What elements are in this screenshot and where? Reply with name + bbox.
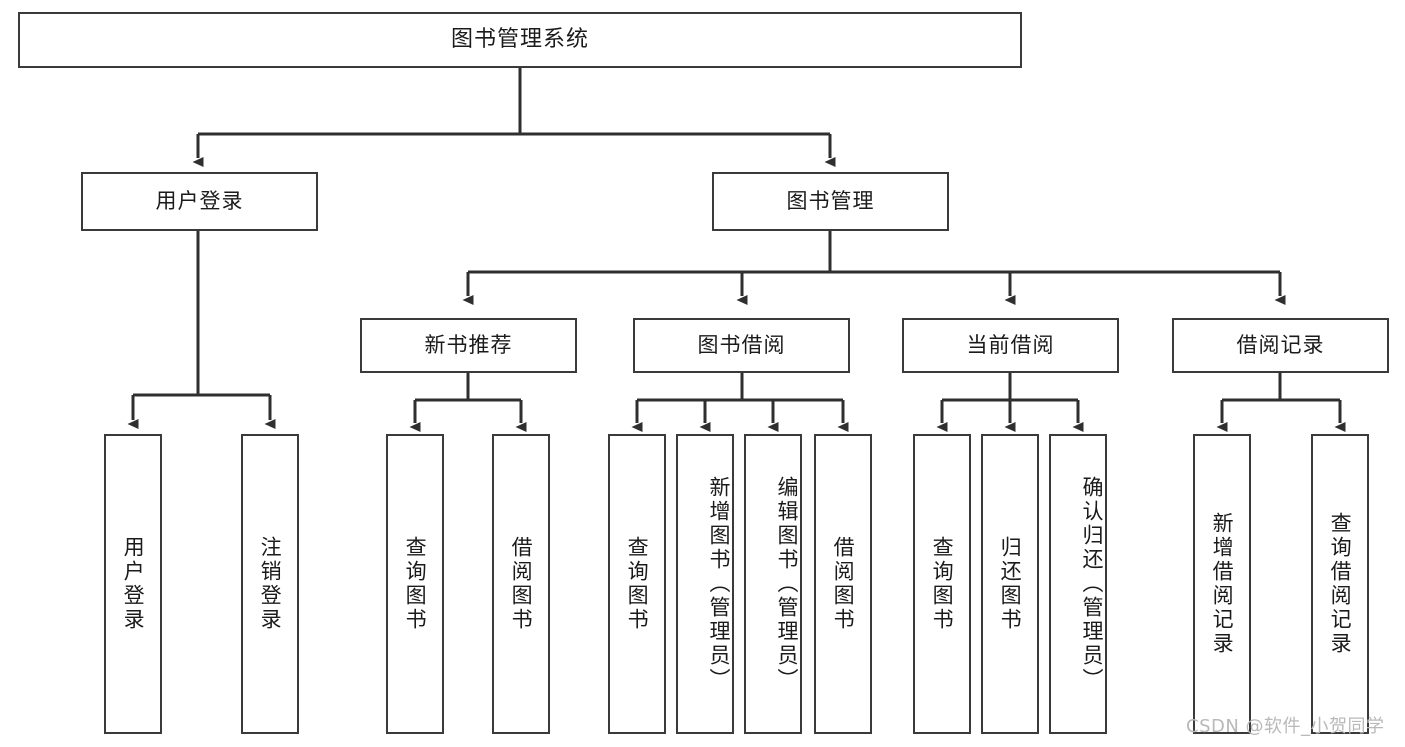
leaf-book-borrow-query[interactable]: 查询图书 [608,434,666,734]
leaf-current-borrow-query[interactable]: 查询图书 [913,434,971,734]
leaf-records-query[interactable]: 查询借阅记录 [1311,434,1369,734]
csdn-watermark: CSDN @软件_小贺同学 [1186,716,1385,737]
leaf-user-login-login[interactable]: 用户登录 [104,434,162,734]
node-book-borrow[interactable]: 图书借阅 [633,318,850,373]
leaf-new-book-query[interactable]: 查询图书 [386,434,444,734]
node-root-system[interactable]: 图书管理系统 [18,12,1022,68]
leaf-book-borrow-add-admin[interactable]: 新增图书（管理员） [676,434,734,734]
node-current-borrow[interactable]: 当前借阅 [902,318,1119,373]
leaf-current-borrow-confirm-admin[interactable]: 确认归还（管理员） [1049,434,1107,734]
node-borrow-records[interactable]: 借阅记录 [1172,318,1389,373]
leaf-records-add[interactable]: 新增借阅记录 [1193,434,1251,734]
leaf-current-borrow-return[interactable]: 归还图书 [981,434,1039,734]
leaf-user-login-logout[interactable]: 注销登录 [241,434,299,734]
leaf-book-borrow-edit-admin[interactable]: 编辑图书（管理员） [744,434,802,734]
node-book-management[interactable]: 图书管理 [712,172,949,231]
node-new-book-recommend[interactable]: 新书推荐 [360,318,577,373]
leaf-new-book-borrow[interactable]: 借阅图书 [492,434,550,734]
node-user-login[interactable]: 用户登录 [81,172,318,231]
leaf-book-borrow-borrow[interactable]: 借阅图书 [814,434,872,734]
